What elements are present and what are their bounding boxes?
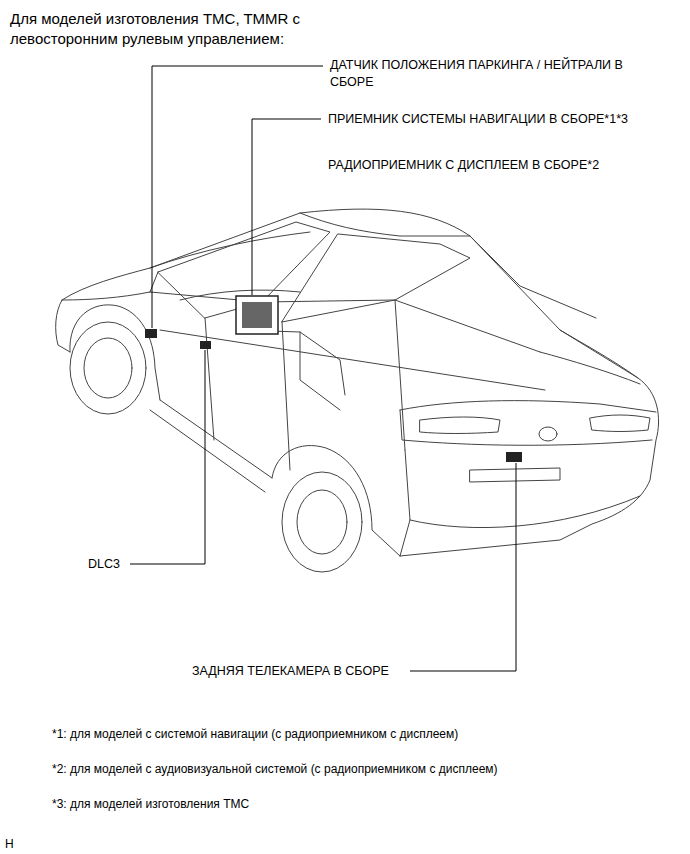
leader-line xyxy=(252,119,321,295)
leader-line xyxy=(130,350,205,564)
leader-lines xyxy=(130,66,516,671)
components xyxy=(145,296,522,462)
footnote: *3: для моделей изготовления TMC xyxy=(52,796,249,812)
footnote: *1: для моделей с системой навигации (с … xyxy=(52,726,458,742)
part-label: РАДИОПРИЕМНИК С ДИСПЛЕЕМ В СБОРЕ*2 xyxy=(328,157,599,174)
part-label: ЗАДНЯЯ ТЕЛЕКАМЕРА В СБОРЕ xyxy=(192,663,389,680)
leader-line xyxy=(152,66,323,328)
camera-part xyxy=(506,452,522,462)
display-part xyxy=(236,296,278,334)
part-label: ПРИЕМНИК СИСТЕМЫ НАВИГАЦИИ В СБОРЕ*1*3 xyxy=(328,111,628,128)
diagram-title: Для моделей изготовления TMC, TMMR с лев… xyxy=(10,9,410,50)
part-label: DLC3 xyxy=(88,556,120,573)
dlc3-part xyxy=(200,341,211,349)
car-body xyxy=(56,209,659,572)
leader-line xyxy=(410,463,516,671)
figure-code: H xyxy=(5,836,14,852)
sensor-part xyxy=(145,329,157,338)
footnote: *2: для моделей с аудиовизуальной систем… xyxy=(52,761,498,777)
display-screen xyxy=(242,302,272,328)
part-label: ДАТЧИК ПОЛОЖЕНИЯ ПАРКИНГА / НЕЙТРАЛИ В С… xyxy=(330,57,650,91)
